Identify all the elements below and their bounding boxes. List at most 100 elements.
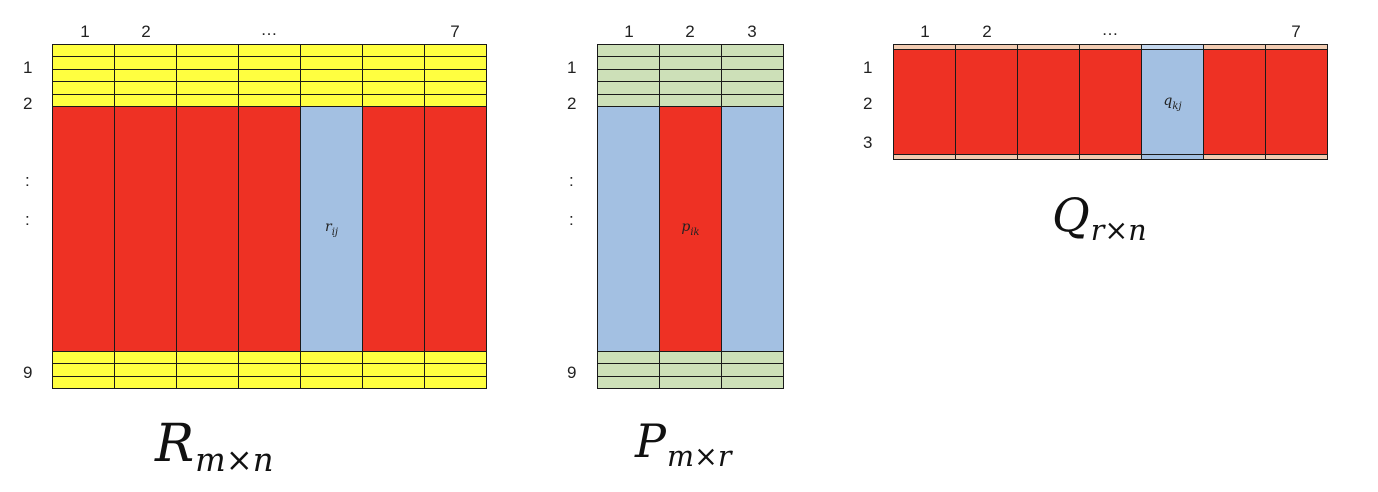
r-cell-label-sub: ij [331,227,338,239]
matrix-q-name-base: Q [1052,188,1090,242]
matrix-p-name-base: P [635,414,666,468]
r-row-label-9: 9 [23,363,33,382]
p-cell [721,56,784,70]
r-cell [362,375,425,390]
r-cell [52,56,115,70]
r-cell [424,350,487,365]
r-row: rij [52,105,487,352]
q-cell [1017,153,1080,161]
p-cell [721,68,784,83]
r-cell [114,350,177,365]
r-cell [424,363,487,377]
matrix-r-name-base: R [155,414,195,474]
q-cell [1203,49,1266,155]
r-cell [114,93,177,107]
r-row [52,81,487,95]
q-col-label-2: 2 [982,22,992,41]
r-cell [176,93,239,107]
q-cell [1203,153,1266,161]
p-cell [721,105,784,352]
p-cell [659,68,722,83]
p-row-label-dots-2: : [569,210,574,229]
r-cell [114,56,177,70]
q-cell [1141,153,1204,161]
r-row [52,363,487,377]
r-cell [300,43,363,58]
q-cell [1079,49,1142,155]
r-cell [238,68,301,83]
q-cell [893,153,956,161]
p-cell [659,81,722,95]
r-cell [52,68,115,83]
q-row-label-2: 2 [863,94,873,113]
p-row [597,56,784,70]
r-cell [300,68,363,83]
r-row [52,350,487,365]
p-cell [721,81,784,95]
r-cell [176,375,239,390]
p-row [597,350,784,365]
q-cell [955,153,1018,161]
r-cell [300,363,363,377]
r-cell [362,56,425,70]
p-row-label-9: 9 [567,363,577,382]
q-cell [1265,43,1328,51]
p-cell [597,81,660,95]
r-cell [362,81,425,95]
p-cell [659,350,722,365]
r-cell [238,363,301,377]
r-cell [300,93,363,107]
q-row-label-1: 1 [863,58,873,77]
r-cell [52,350,115,365]
r-cell [176,68,239,83]
q-cell [1265,153,1328,161]
r-row [52,43,487,58]
p-cell [659,56,722,70]
q-row [893,153,1328,161]
r-cell [424,375,487,390]
r-cell [362,105,425,352]
r-col-label-ellipsis: … [260,20,278,39]
r-cell [114,43,177,58]
r-cell [176,350,239,365]
q-cell-label-sub: kj [1172,100,1182,112]
r-col-label-2: 2 [141,22,151,41]
r-cell [238,93,301,107]
r-highlight-cell: rij [300,105,363,352]
p-cell [721,350,784,365]
r-cell [424,81,487,95]
r-cell [114,81,177,95]
r-cell [300,56,363,70]
q-row: qkj [893,49,1328,155]
r-cell [238,56,301,70]
r-cell [362,68,425,83]
p-highlight-cell: pik [659,105,722,352]
matrix-r-grid: rij [52,43,487,390]
q-cell [1265,49,1328,155]
r-cell [362,350,425,365]
r-cell [176,363,239,377]
r-row-label-1: 1 [23,58,33,77]
r-cell [238,105,301,352]
matrix-p-name-sub: m×r [666,440,732,474]
p-cell [659,363,722,377]
r-cell [424,56,487,70]
p-row [597,93,784,107]
matrix-p-name: Pm×r [635,418,732,471]
r-cell [362,93,425,107]
p-col-label-2: 2 [685,22,695,41]
p-col-label-1: 1 [624,22,634,41]
r-row-label-dots-2: : [25,210,30,229]
p-row [597,68,784,83]
p-cell [597,93,660,107]
q-highlight-cell: qkj [1141,49,1204,155]
matrix-q-name-sub: r×n [1090,214,1147,248]
r-row [52,56,487,70]
r-row [52,93,487,107]
p-cell-label: p [681,219,691,236]
r-cell [114,68,177,83]
p-row-label-1: 1 [567,58,577,77]
p-cell [597,105,660,352]
r-cell [176,43,239,58]
r-cell [424,93,487,107]
